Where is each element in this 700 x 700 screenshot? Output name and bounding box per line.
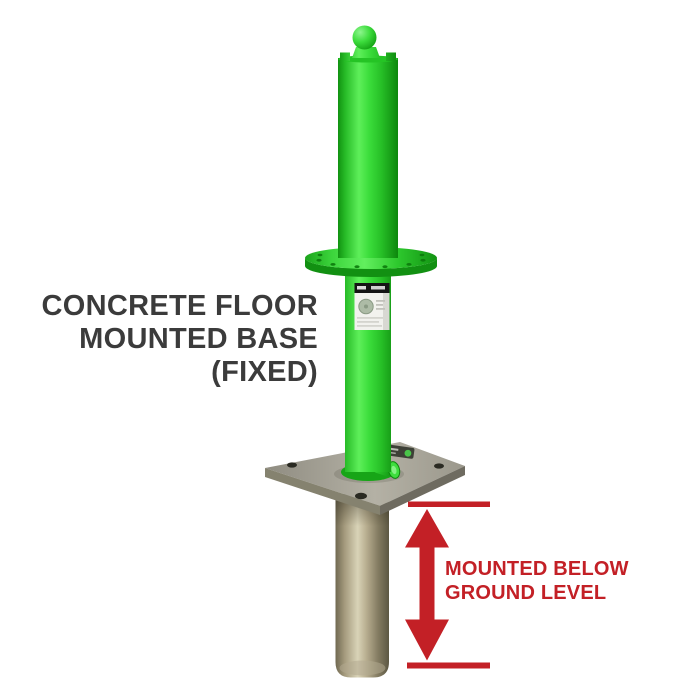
base-plate-right-edge (380, 466, 465, 515)
bollard (305, 25, 437, 481)
title-line-2: MOUNTED BASE (79, 323, 318, 355)
title-line-1: CONCRETE FLOOR (41, 290, 318, 322)
ball-finial (352, 25, 377, 50)
base-plate-left-edge (265, 468, 380, 515)
arrow-top-cap (408, 501, 490, 507)
sleeve-bottom-cap (339, 660, 386, 676)
bollard-upper-post (338, 55, 398, 258)
arrow-bottom-cap (407, 662, 490, 669)
bolt-hole (287, 462, 297, 468)
measurement-arrow-icon (405, 501, 490, 669)
title-line-3: (FIXED) (211, 356, 318, 388)
flange-holes (316, 253, 426, 269)
ground-level-annotation: MOUNTED BELOW GROUND LEVEL (445, 558, 629, 605)
annotation-line-1: MOUNTED BELOW (445, 558, 629, 580)
bolt-hole (355, 492, 367, 500)
double-arrow (405, 509, 449, 661)
annotation-line-2: GROUND LEVEL (445, 581, 607, 604)
bollard-ball-cap (340, 25, 396, 61)
product-label (354, 283, 390, 330)
bolt-hole (434, 463, 444, 469)
ground-sleeve (335, 494, 389, 678)
page-title: CONCRETE FLOOR MOUNTED BASE (FIXED) (18, 290, 318, 389)
